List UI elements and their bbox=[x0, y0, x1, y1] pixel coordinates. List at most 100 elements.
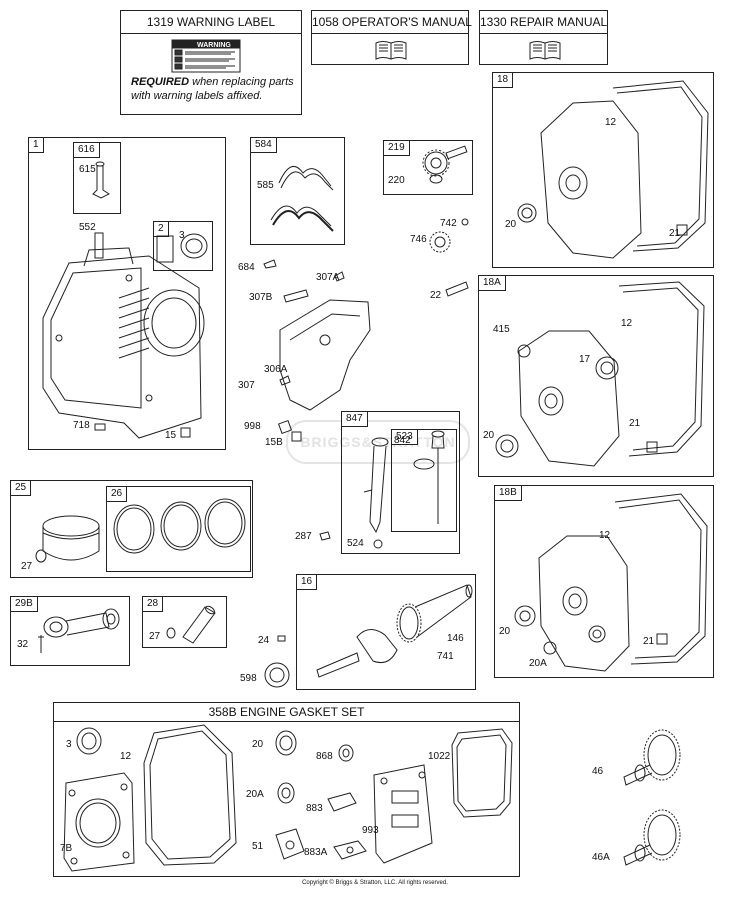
callout-615: 615 bbox=[79, 164, 96, 175]
box-number: 18 bbox=[493, 73, 514, 88]
hose-drawing bbox=[270, 165, 334, 232]
callout-552: 552 bbox=[79, 222, 96, 233]
camshaft-drawing bbox=[623, 729, 681, 866]
warning-note: REQUIRED when replacing parts with warni… bbox=[131, 75, 294, 103]
callout-12: 12 bbox=[120, 751, 132, 762]
callout-287: 287 bbox=[295, 531, 312, 542]
callout-998: 998 bbox=[244, 421, 261, 432]
callout-3: 3 bbox=[179, 230, 185, 241]
callout-993: 993 bbox=[362, 825, 379, 836]
box-number: 616 bbox=[74, 143, 100, 158]
callout-7B: 7B bbox=[60, 843, 73, 854]
warning-decal-title: WARNING bbox=[197, 42, 231, 49]
callout-12: 12 bbox=[621, 318, 633, 329]
callout-21: 21 bbox=[669, 228, 681, 239]
crankcase-cover-18a-box: 18A 415 12 17 20 21 bbox=[478, 275, 714, 477]
key-24-drawing bbox=[277, 635, 286, 642]
breather-hose-box: 584 585 bbox=[250, 137, 345, 245]
crankcase-cover-box: 18 12 20 21 bbox=[492, 72, 714, 268]
box-number: 847 bbox=[342, 412, 368, 427]
connecting-rod-drawing bbox=[38, 608, 120, 653]
operators-manual-box: 1058 OPERATOR'S MANUAL bbox=[311, 10, 472, 65]
callout-415: 415 bbox=[493, 324, 510, 335]
crankshaft-drawing bbox=[316, 584, 473, 678]
repair-manual-title: 1330 REPAIR MANUAL bbox=[480, 11, 607, 34]
callout-220: 220 bbox=[388, 175, 405, 186]
warning-decal-icon bbox=[171, 39, 241, 73]
dipstick-523-box: 523 bbox=[391, 429, 457, 532]
box-number: 584 bbox=[251, 138, 277, 153]
callout-307B: 307B bbox=[249, 292, 273, 303]
callout-524: 524 bbox=[347, 538, 364, 549]
callout-718: 718 bbox=[73, 420, 90, 431]
callout-24: 24 bbox=[258, 635, 270, 646]
box-number: 18A bbox=[479, 276, 506, 291]
screw-287-drawing bbox=[319, 531, 331, 541]
callout-20A: 20A bbox=[529, 658, 547, 669]
book-icon bbox=[375, 41, 407, 60]
callout-46A: 46A bbox=[592, 852, 610, 863]
governor-gear-box: 219 220 bbox=[383, 140, 473, 195]
callout-20: 20 bbox=[499, 626, 511, 637]
copyright: Copyright © Briggs & Stratton, LLC. All … bbox=[302, 880, 448, 886]
crankcase-cover-18b-box: 18B 12 20 21 20A bbox=[494, 485, 714, 678]
connecting-rod-box: 29B 32 bbox=[10, 596, 130, 666]
operators-manual-title: 1058 OPERATOR'S MANUAL bbox=[312, 11, 472, 34]
callout-3: 3 bbox=[66, 739, 72, 750]
callout-15: 15 bbox=[165, 430, 177, 441]
warning-label-title: 1319 WARNING LABEL bbox=[121, 11, 301, 34]
dipstick-drawing bbox=[363, 430, 445, 549]
box-number: 29B bbox=[11, 597, 38, 612]
callout-15B: 15B bbox=[265, 437, 283, 448]
callout-684: 684 bbox=[238, 262, 255, 273]
crankcase-cover-18a-drawing bbox=[495, 281, 705, 467]
callout-306A: 306A bbox=[264, 364, 288, 375]
dipstick-box: 847 523 842 524 bbox=[341, 411, 460, 554]
callout-20A: 20A bbox=[246, 789, 264, 800]
callout-1022: 1022 bbox=[428, 751, 451, 762]
repair-manual-box: 1330 REPAIR MANUAL bbox=[479, 10, 608, 65]
callout-146: 146 bbox=[447, 633, 464, 644]
crankcase-cover-drawing bbox=[517, 80, 709, 259]
engine-gasket-set-box: 358B ENGINE GASKET SET 3 12 7B 20 20A 51 bbox=[53, 702, 520, 877]
box-number: 26 bbox=[107, 487, 128, 502]
box-number: 16 bbox=[297, 575, 318, 590]
callout-51: 51 bbox=[252, 841, 264, 852]
callout-22: 22 bbox=[430, 290, 442, 301]
piston-drawing bbox=[35, 498, 246, 563]
callout-746: 746 bbox=[410, 234, 427, 245]
callout-842: 842 bbox=[394, 435, 411, 446]
bushing-box: 2 bbox=[153, 221, 213, 271]
callout-32: 32 bbox=[17, 639, 29, 650]
callout-868: 868 bbox=[316, 751, 333, 762]
callout-12: 12 bbox=[599, 530, 611, 541]
callout-307A: 307A bbox=[316, 272, 340, 283]
cylinder-box: 1 616 2 615 552 3 718 15 bbox=[28, 137, 226, 450]
warning-label-box: 1319 WARNING LABEL WARNING REQUIRED when… bbox=[120, 10, 302, 115]
cylinder-block-drawing bbox=[42, 161, 208, 439]
callout-307: 307 bbox=[238, 380, 255, 391]
callout-20: 20 bbox=[505, 219, 517, 230]
callout-27: 27 bbox=[21, 561, 33, 572]
crankshaft-box: 16 146 741 bbox=[296, 574, 476, 690]
callout-20: 20 bbox=[483, 430, 495, 441]
callout-27: 27 bbox=[149, 631, 161, 642]
crankcase-cover-18b-drawing bbox=[514, 493, 708, 672]
callout-585: 585 bbox=[257, 180, 274, 191]
piston-pin-box: 28 27 bbox=[142, 596, 227, 648]
box-number: 219 bbox=[384, 141, 410, 156]
gasket-set-drawing bbox=[63, 724, 513, 872]
loose-parts-drawing bbox=[263, 218, 469, 442]
callout-598: 598 bbox=[240, 673, 257, 684]
box-number: 18B bbox=[495, 486, 522, 501]
callout-20: 20 bbox=[252, 739, 264, 750]
breather-box: 616 bbox=[73, 142, 121, 214]
washer-598-drawing bbox=[264, 662, 290, 688]
callout-883: 883 bbox=[306, 803, 323, 814]
callout-12: 12 bbox=[605, 117, 617, 128]
piston-box: 25 26 27 bbox=[10, 480, 253, 578]
box-number: 1 bbox=[29, 138, 44, 153]
callout-21: 21 bbox=[629, 418, 641, 429]
governor-gear-drawing bbox=[422, 145, 468, 184]
box-number: 523 bbox=[392, 430, 418, 445]
